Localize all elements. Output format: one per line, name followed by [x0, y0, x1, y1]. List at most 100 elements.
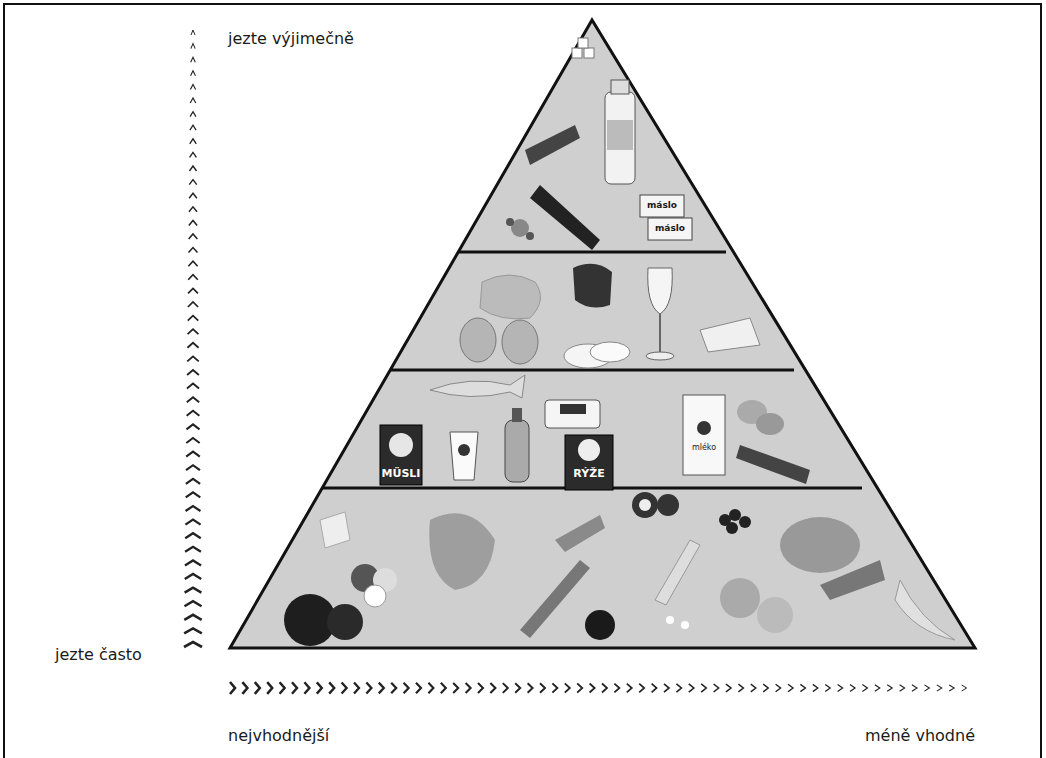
- chevron: [664, 684, 669, 692]
- chevron: [280, 682, 285, 694]
- chevron: [528, 683, 533, 693]
- chevron: [924, 685, 929, 691]
- chevron: [190, 125, 196, 130]
- chevron: [416, 683, 421, 693]
- chevron: [428, 683, 433, 693]
- chevron: [191, 57, 196, 62]
- chevron: [776, 684, 781, 692]
- tier-line: [390, 369, 794, 372]
- chevron: [689, 684, 694, 692]
- suitability-arrow: [230, 682, 967, 694]
- chevron: [190, 98, 196, 103]
- chevron: [188, 261, 197, 266]
- chevron: [186, 465, 200, 470]
- chevron: [185, 588, 202, 593]
- chevron: [962, 685, 967, 691]
- chevron: [255, 682, 260, 694]
- chevron: [900, 685, 905, 692]
- chevron: [441, 683, 446, 693]
- chevron: [404, 683, 409, 694]
- chevron: [565, 683, 570, 692]
- chevron: [189, 193, 197, 198]
- chevron: [189, 248, 198, 253]
- meat-dairy-wine: [460, 264, 760, 368]
- chevron: [187, 370, 199, 375]
- package-label: MÜSLI: [382, 468, 421, 480]
- chevron: [184, 628, 202, 633]
- chevron: [185, 560, 201, 565]
- chevron: [788, 684, 793, 691]
- chevron: [813, 684, 818, 691]
- chevron: [186, 438, 199, 443]
- chevron: [466, 683, 471, 693]
- package-label: máslo: [647, 201, 677, 211]
- chevron: [912, 685, 917, 691]
- chevron: [186, 492, 201, 497]
- package-label: máslo: [655, 224, 685, 234]
- chevron: [354, 683, 359, 694]
- chevron: [187, 411, 200, 416]
- chevron: [185, 574, 201, 579]
- chevron: [185, 520, 200, 525]
- tier-line: [458, 251, 726, 254]
- chevron: [478, 683, 483, 693]
- chevron: [186, 479, 200, 484]
- chevron: [242, 682, 247, 694]
- chevron: [190, 112, 196, 117]
- chevron: [187, 343, 198, 348]
- chevron: [850, 685, 855, 692]
- chevron: [185, 547, 201, 552]
- chevron: [187, 384, 199, 389]
- chevron: [652, 684, 657, 693]
- chevron: [701, 684, 706, 692]
- chevron: [614, 684, 619, 693]
- cereals-fish-milk: [380, 375, 810, 490]
- chevron: [862, 685, 867, 692]
- chevron: [317, 682, 322, 693]
- chevron: [800, 684, 805, 691]
- chevron: [552, 683, 557, 692]
- chevron: [184, 615, 201, 620]
- chevron: [875, 685, 880, 692]
- axis-label: jezte výjimečně: [228, 30, 354, 48]
- chevron: [453, 683, 458, 693]
- chevron: [342, 682, 347, 693]
- chevron: [490, 683, 495, 693]
- chevron: [186, 506, 201, 511]
- chevron: [187, 397, 199, 402]
- chevron: [185, 533, 201, 538]
- chevron: [191, 71, 196, 76]
- axis-label: méně vhodné: [865, 727, 975, 745]
- chevron: [188, 302, 198, 307]
- chevron: [379, 683, 384, 694]
- chevron: [184, 601, 201, 606]
- chevron: [188, 275, 198, 280]
- chevron: [329, 682, 334, 693]
- chevron: [366, 683, 371, 694]
- package-label: RÝŽE: [573, 468, 604, 480]
- chevron: [825, 684, 830, 691]
- chevron: [184, 642, 202, 647]
- chevron: [190, 139, 196, 144]
- chevron: [230, 682, 235, 694]
- chevron: [949, 685, 954, 691]
- chevron: [186, 452, 200, 457]
- vegetables-fruit: [284, 492, 955, 646]
- chevron: [714, 684, 719, 692]
- chevron: [738, 684, 743, 692]
- chevron: [267, 682, 272, 694]
- chevron: [887, 685, 892, 692]
- axis-label: nejvhodnější: [228, 727, 329, 745]
- chevron: [188, 329, 199, 334]
- chevron: [188, 288, 198, 293]
- chevron: [190, 152, 197, 157]
- pyramid: [230, 20, 975, 648]
- chevron: [937, 685, 942, 691]
- chevron: [751, 684, 756, 692]
- chevron: [515, 683, 520, 693]
- chevron: [188, 316, 199, 321]
- chevron: [676, 684, 681, 692]
- chevron: [602, 684, 607, 693]
- chevron: [590, 683, 595, 692]
